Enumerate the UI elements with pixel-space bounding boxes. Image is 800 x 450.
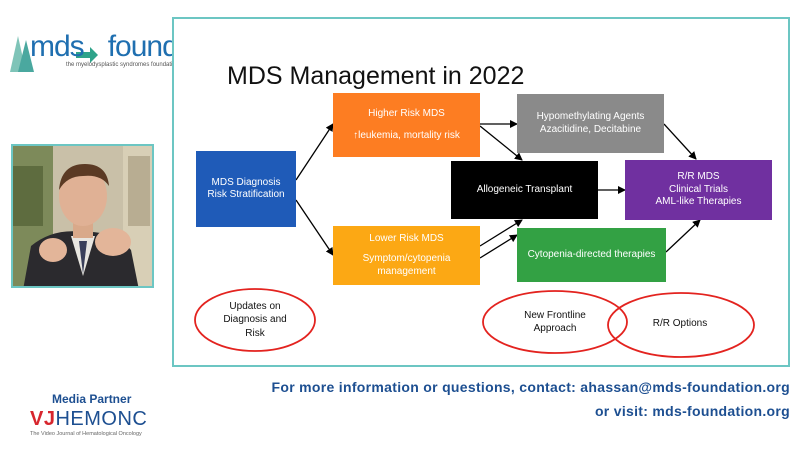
label-updates-diagnosis: Updates on Diagnosis and Risk bbox=[223, 300, 287, 339]
label-rr-options: R/R Options bbox=[652, 318, 708, 330]
speaker-video-frame bbox=[13, 146, 152, 286]
website-info: or visit: mds-foundation.org bbox=[594, 403, 790, 419]
ellipse-updates bbox=[194, 288, 316, 352]
ellipse-frontline bbox=[482, 290, 628, 354]
logo-tagline: the myelodysplastic syndromes foundation… bbox=[66, 62, 192, 68]
arrow-diagnosis-to-lower bbox=[295, 199, 334, 256]
vjhemonc-logo: VJHEMONC bbox=[30, 408, 148, 430]
media-partner-label: Media Partner bbox=[52, 392, 132, 406]
arrow-lower-to-cytopenia bbox=[479, 234, 518, 259]
speaker-video bbox=[11, 144, 154, 288]
arrow-hma-to-rr bbox=[663, 123, 697, 160]
box-cytopenia-therapies: Cytopenia-directed therapies bbox=[517, 228, 666, 282]
arrow-lower-to-transplant bbox=[479, 219, 523, 247]
mds-foundation-logo-icon bbox=[10, 36, 98, 72]
arrow-cytopenia-to-rr bbox=[665, 219, 701, 253]
label-new-frontline: New Frontline Approach bbox=[524, 309, 586, 335]
vjhemonc-tagline: The Video Journal of Hematological Oncol… bbox=[30, 431, 142, 437]
contact-info: For more information or questions, conta… bbox=[271, 379, 790, 395]
box-higher-risk: Higher Risk MDS ↑leukemia, mortality ris… bbox=[333, 93, 480, 157]
box-lower-risk: Lower Risk MDS Symptom/cytopenia managem… bbox=[333, 226, 480, 285]
arrow-higher-to-transplant bbox=[479, 125, 523, 161]
box-hypomethylating-agents: Hypomethylating Agents Azacitidine, Deci… bbox=[517, 94, 664, 153]
ellipse-rr-options bbox=[607, 292, 755, 358]
box-allogeneic-transplant: Allogeneic Transplant bbox=[451, 161, 598, 219]
arrow-diagnosis-to-higher bbox=[295, 123, 334, 181]
box-rr-mds: R/R MDS Clinical Trials AML-like Therapi… bbox=[625, 160, 772, 220]
slide-title: MDS Management in 2022 bbox=[227, 62, 525, 90]
